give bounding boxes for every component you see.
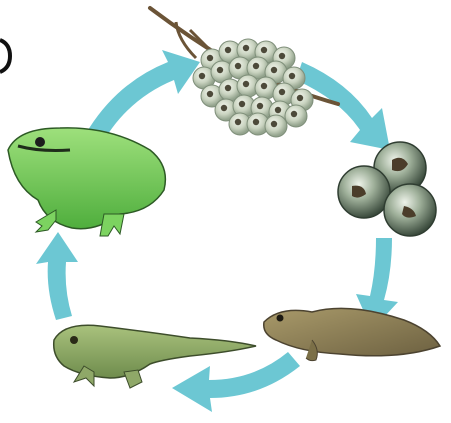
arrow-tadpole-to-froglet: [172, 352, 300, 412]
egg-yolk: [289, 73, 295, 79]
egg-yolk: [271, 67, 277, 73]
egg-yolk: [279, 89, 285, 95]
egg-yolk: [253, 119, 259, 125]
adult-frog-icon: [8, 128, 165, 236]
tadpole-icon: [264, 308, 440, 360]
arrow-adult-to-eggs: [88, 50, 200, 140]
egg-yolk: [261, 47, 267, 53]
egg-yolk: [207, 55, 213, 61]
egg-yolk: [217, 67, 223, 73]
egg-yolk: [243, 81, 249, 87]
partial-glyph: [0, 40, 10, 72]
embryo-eggs-icon: [338, 142, 436, 236]
egg-yolk: [235, 119, 241, 125]
egg-yolk: [297, 95, 303, 101]
egg-yolk: [199, 73, 205, 79]
egg-yolk: [261, 83, 267, 89]
egg-yolk: [279, 53, 285, 59]
egg-yolk: [253, 63, 259, 69]
egg-yolk: [207, 91, 213, 97]
egg-yolk: [221, 105, 227, 111]
egg-yolk: [243, 45, 249, 51]
egg-yolk: [275, 107, 281, 113]
egg-yolk: [235, 63, 241, 69]
arrow-froglet-to-adult: [36, 232, 78, 320]
egg-yolk: [257, 103, 263, 109]
egg-yolk: [239, 101, 245, 107]
egg-yolk: [225, 85, 231, 91]
egg-yolk: [271, 121, 277, 127]
egg-yolk: [225, 47, 231, 53]
egg-yolk: [291, 111, 297, 117]
froglet-icon: [54, 325, 256, 388]
